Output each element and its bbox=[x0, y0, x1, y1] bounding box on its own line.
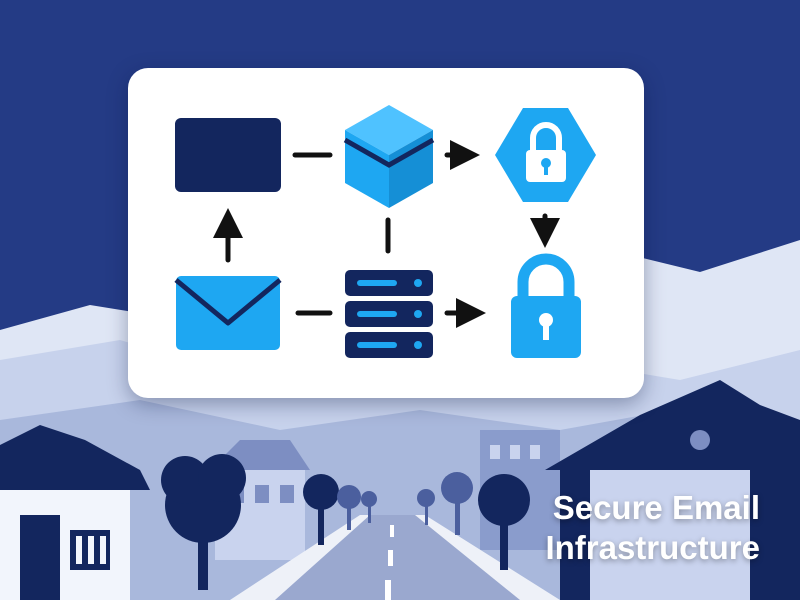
tree-right-mid bbox=[478, 474, 530, 570]
rectangle-icon bbox=[175, 118, 281, 192]
envelope-icon bbox=[174, 276, 282, 350]
cube-icon bbox=[343, 105, 435, 208]
diagram-card bbox=[128, 68, 644, 398]
road-surface bbox=[275, 515, 520, 600]
hexagon-lock-icon bbox=[495, 108, 596, 202]
padlock-icon bbox=[511, 253, 581, 358]
road-line bbox=[390, 525, 394, 537]
caption-line-2: Infrastructure bbox=[545, 529, 760, 566]
tree-left-large bbox=[161, 454, 246, 590]
tree-right-small bbox=[417, 472, 473, 535]
caption-line-1: Secure Email bbox=[552, 489, 760, 526]
tree-left-small bbox=[337, 485, 377, 530]
caption: Secure Email Infrastructure bbox=[430, 488, 760, 568]
tree-left-mid bbox=[303, 474, 339, 545]
server-icon bbox=[345, 270, 433, 358]
left-building bbox=[0, 425, 150, 600]
road-line bbox=[385, 580, 391, 600]
diagram bbox=[174, 105, 596, 358]
road-line bbox=[388, 550, 393, 566]
